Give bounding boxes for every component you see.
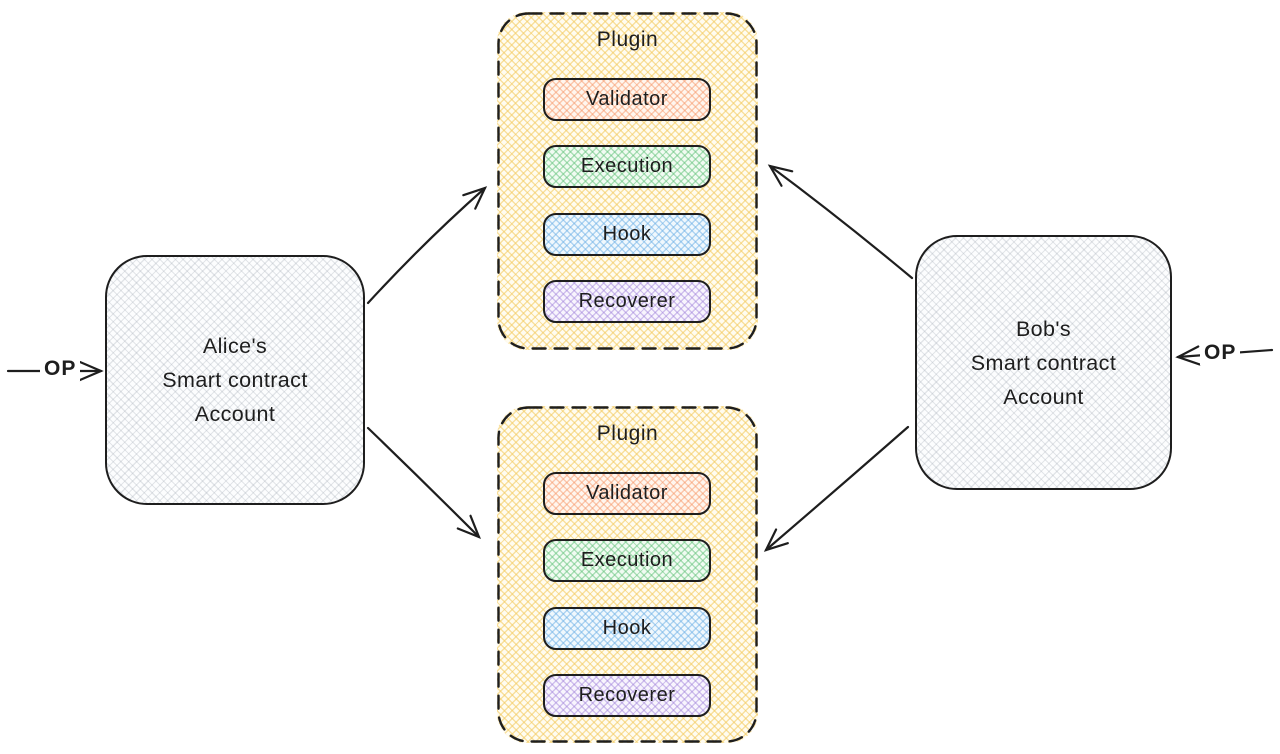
module-label: Validator [586,482,668,504]
arrow-bob-to-plugin-bottom [763,425,910,552]
module-hook: Hook [543,607,711,650]
account-line: Account [1003,384,1084,409]
alice-account-label: Alice's Smart contract Account [162,329,307,431]
module-label: Recoverer [578,290,676,312]
account-line: Account [194,402,276,426]
module-execution: Execution [543,539,711,582]
bob-account-label: Bob's Smart contract Account [971,312,1116,414]
plugin-title: Plugin [596,422,659,445]
module-label: Recoverer [578,684,676,706]
module-recoverer: Recoverer [543,280,711,323]
module-label: Validator [586,88,668,110]
op-label-right: OP [1200,341,1241,365]
module-label: Hook [602,223,652,245]
alice-account-box: Alice's Smart contract Account [105,255,365,505]
bob-account-box: Bob's Smart contract Account [915,235,1172,490]
plugin-box-top: Plugin Validator Execution Hook Recovere… [497,12,758,350]
module-label: Execution [580,549,674,571]
module-validator: Validator [543,78,711,121]
account-line: Bob's [1015,316,1072,341]
plugin-title: Plugin [596,28,659,51]
module-label: Hook [602,617,652,639]
account-line: Smart contract [162,368,308,392]
module-execution: Execution [543,145,711,188]
op-label-left: OP [40,357,81,381]
module-recoverer: Recoverer [543,674,711,717]
module-hook: Hook [543,213,711,256]
arrow-alice-to-plugin-top [366,186,488,305]
account-line: Smart contract [970,350,1117,375]
arrow-alice-to-plugin-bottom [366,426,481,539]
plugin-box-bottom: Plugin Validator Execution Hook Recovere… [497,406,758,743]
account-line: Alice's [202,334,268,358]
arrow-bob-to-plugin-top [767,164,914,280]
module-label: Execution [580,155,674,177]
module-validator: Validator [543,472,711,515]
